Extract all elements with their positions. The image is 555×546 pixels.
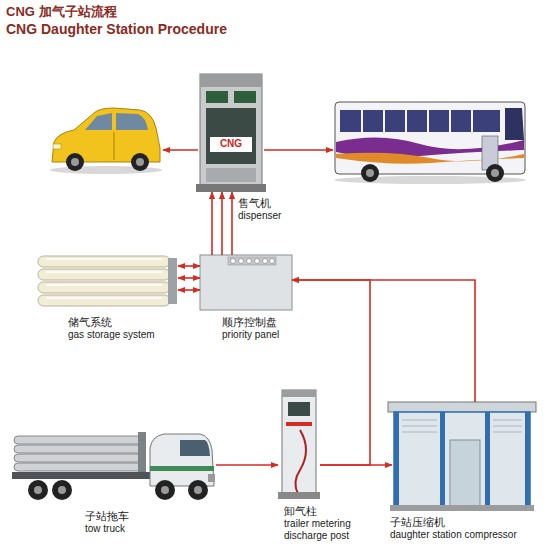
english-label: priority panel (222, 329, 312, 341)
label-group: 卸气柱trailer metering discharge post (284, 504, 376, 542)
chinese-label: 卸气柱 (284, 504, 376, 518)
chinese-label: 子站拖车 (85, 509, 175, 523)
english-label: tow truck (85, 523, 175, 535)
storage-cylinders (38, 256, 177, 306)
pipe-line (178, 277, 200, 279)
diagram-subtitle: CNG Daughter Station Procedure (6, 21, 227, 38)
pipe-connector (292, 280, 370, 465)
compressor-node: 子站压缩机daughter station compressor (392, 402, 534, 512)
chinese-label: 储气系统 (68, 315, 178, 329)
dispenser-picture (196, 74, 266, 192)
pipe-line (292, 280, 475, 402)
tow-truck-node: 子站拖车tow truck (8, 428, 216, 503)
panel-cabinet (200, 255, 292, 310)
label-group: 子站拖车tow truck (85, 509, 175, 535)
pipe-connector (292, 280, 475, 402)
bus-picture (334, 102, 526, 184)
label-group: 储气系统gas storage system (68, 315, 178, 341)
priority-panel-node: 顺序控制盘priority panel (200, 255, 292, 310)
pipe-line (178, 289, 200, 291)
english-label: daughter station compressor (390, 529, 550, 541)
label-group: 售气机dispenser (238, 196, 318, 222)
pipe-line (231, 192, 233, 255)
car-picture (50, 108, 162, 174)
diagram-title: CNG 加气子站流程 (6, 4, 117, 20)
vehicle-feed-line (163, 149, 333, 151)
english-label: gas storage system (68, 329, 178, 341)
label-group: 顺序控制盘priority panel (222, 315, 312, 341)
dispenser-plate-text: CNG (210, 137, 252, 151)
pipe-line (216, 464, 278, 466)
pipe-line (221, 192, 223, 255)
pipe-line (178, 265, 200, 267)
chinese-label: 子站压缩机 (390, 515, 550, 529)
dispenser-node: 售气机dispenser (198, 72, 264, 192)
english-label: dispenser (238, 210, 318, 222)
pipe-connector (212, 192, 232, 255)
discharge-post-picture (278, 390, 320, 499)
pipe-connector (216, 465, 278, 466)
compressor-house-picture (388, 402, 536, 511)
chinese-label: 顺序控制盘 (222, 315, 312, 329)
label-group: 子站压缩机daughter station compressor (390, 515, 550, 541)
discharge-post-node: 卸气柱trailer metering discharge post (278, 388, 320, 500)
pipe-connector (178, 266, 200, 290)
pipe-line (211, 192, 213, 255)
pipe-line (292, 280, 370, 465)
english-label: trailer metering discharge post (284, 518, 376, 542)
tow-truck-picture (12, 432, 215, 500)
chinese-label: 售气机 (238, 196, 318, 210)
storage-node: 储气系统gas storage system (35, 253, 178, 309)
